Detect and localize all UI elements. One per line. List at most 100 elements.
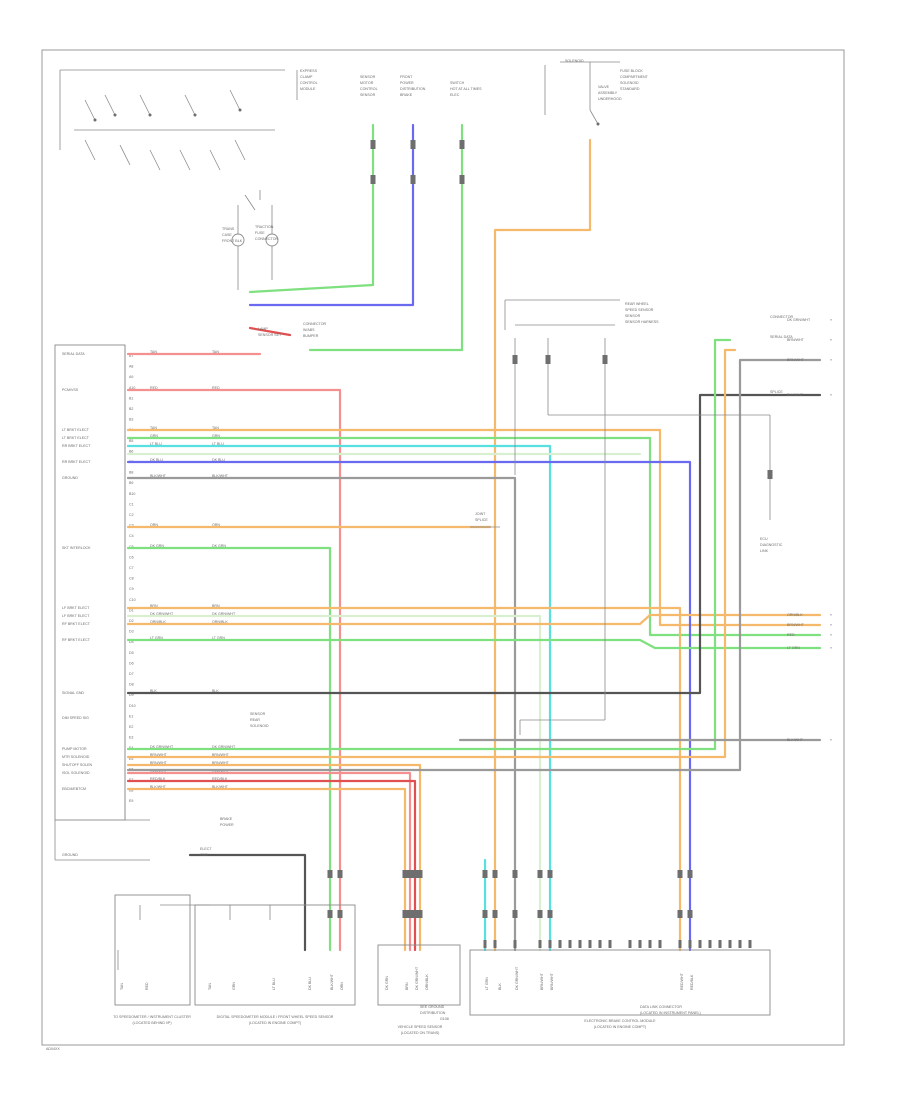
connector-tick: [407, 870, 413, 878]
callout-label: REAR WHEEL: [625, 302, 649, 306]
module-subtitle: (LOCATED ON TRANS): [401, 1031, 440, 1035]
bottom-modules: [114, 894, 771, 1016]
module-pin: [578, 940, 582, 948]
connector-tick: [547, 870, 553, 878]
terminal-label: DK GRN/WHT: [415, 966, 419, 990]
callout-label: CASE: [222, 233, 232, 237]
ecm-pin-label: E5: [129, 757, 133, 761]
connector-tick: [402, 870, 408, 878]
module-pin: [588, 940, 592, 948]
callout-label: TRANS: [222, 227, 235, 231]
connector-tick: [410, 140, 416, 149]
connector-tick: [412, 910, 418, 918]
wire-color-label: DK GRN: [150, 544, 164, 548]
ecm-pin-label: B5: [129, 439, 133, 443]
callout-label: REAR: [250, 718, 260, 722]
connector-tick: [370, 140, 376, 149]
ecm-label: SKT INTERLOCK: [62, 546, 91, 550]
connector-tick: [512, 870, 518, 878]
callout-label: SERIAL DATA: [770, 335, 793, 339]
ecm-pin-label: C9: [129, 587, 134, 591]
wire-color-label: ORN: [150, 523, 158, 527]
right-edge-tick: »: [830, 738, 832, 742]
connector-tick: [547, 910, 553, 918]
module-pin: [638, 940, 642, 948]
connector-ticks: [327, 140, 773, 948]
connector-tick: [417, 910, 423, 918]
footer-code: AD04XX: [46, 1047, 60, 1051]
wire-color-label: BRN/WHT: [150, 761, 168, 765]
callout-label: DISTRIBUTION: [400, 87, 426, 91]
callout-label: SENSOR HARNESS: [625, 320, 659, 324]
connector-tick: [537, 910, 543, 918]
callout-label: SPLICE: [475, 518, 488, 522]
ecm-pin-label: C3: [129, 524, 134, 528]
connector-tick: [412, 870, 418, 878]
module-pin: [513, 940, 517, 948]
module-pin: [598, 940, 602, 948]
terminal-label: DK GRN: [385, 976, 389, 990]
ecm-pin-label: D2: [129, 619, 134, 623]
connector-tick: [687, 910, 693, 918]
callout-label: G108: [440, 1017, 449, 1021]
connector-tick: [482, 870, 488, 878]
ecm-pin-label: B3: [129, 418, 133, 422]
wire-color-code: GRN: [212, 434, 220, 438]
connector-tick: [327, 910, 333, 918]
connector-tick: [492, 870, 498, 878]
right-edge-tick: »: [830, 318, 832, 322]
callout-label: DATA LINK CONNECTOR: [640, 1005, 682, 1009]
wire-color-label: BLK/WHT: [150, 785, 167, 789]
callout-label: DIAGNOSTIC: [760, 543, 783, 547]
ecm-pin-label: E3: [129, 736, 133, 740]
wire-blue-top: [248, 123, 415, 307]
callout-labels: EXPRESSCLAMPCONTROLMODULESENSORMOTORCONT…: [200, 59, 793, 1021]
module-pin: [748, 940, 752, 948]
right-edge-label: DK GRN/WHT: [787, 318, 811, 322]
callout-label: SENSOR: [625, 314, 641, 318]
ecm-pin-label: B6: [129, 449, 133, 453]
connector-tick: [512, 355, 518, 364]
ecm-label: LT BRKT ELECT: [62, 436, 90, 440]
module-pin: [688, 940, 692, 948]
connector-tick: [537, 870, 543, 878]
terminal-label: DK GRN/WHT: [515, 966, 519, 990]
ecm-pin-label: E8: [129, 789, 133, 793]
module-subtitle: (LOCATED BEHIND I/P): [132, 1021, 171, 1025]
ecm-pin-label: C4: [129, 534, 134, 538]
callout-label: CONTROL: [300, 81, 318, 85]
wire-pink-b1: [126, 771, 412, 952]
ecm-pin-label: B8: [129, 471, 133, 475]
right-edge-tick: »: [830, 338, 832, 342]
wire-color-code: ORN: [212, 523, 220, 527]
ecm-label: LF BRKT ELECT: [62, 606, 90, 610]
wire-orange-row2: [126, 606, 682, 952]
terminal-label: LT GRN: [485, 977, 489, 990]
callout-label: CONNECTOR: [255, 237, 278, 241]
wire-gray-row1: [126, 476, 517, 952]
wire-blue-row1: [126, 460, 692, 952]
wire-color-label: TAN: [150, 426, 157, 430]
wire-color-label: BLK: [150, 689, 157, 693]
module-pin: [483, 940, 487, 948]
callout-label: STANDARD: [620, 87, 640, 91]
ecm-label: LF BRKT ELECT: [62, 614, 90, 618]
wire-color-code: LT GRN: [212, 636, 225, 640]
wire-color-code: DK GRN/WHT: [212, 612, 236, 616]
wire-orange-b1: [126, 348, 737, 759]
callout-label: JOINT: [475, 512, 486, 516]
wire-black-gnd: [126, 393, 822, 695]
callout-label: SOLENOID: [565, 59, 584, 63]
wire-orange-row2b: [126, 613, 822, 626]
wire-layer: [126, 123, 822, 952]
wire-red-short: [248, 326, 292, 337]
terminal-label: ORN: [340, 982, 344, 990]
callout-label: FRONT: [400, 75, 413, 79]
callout-label: SPEED SENSOR: [625, 308, 654, 312]
terminal-label: RED: [145, 982, 149, 990]
callout-label: UNDERHOOD: [598, 97, 622, 101]
connector-tick: [459, 175, 465, 184]
wire-green-b1: [126, 338, 732, 751]
callout-label: VALVE: [598, 85, 610, 89]
